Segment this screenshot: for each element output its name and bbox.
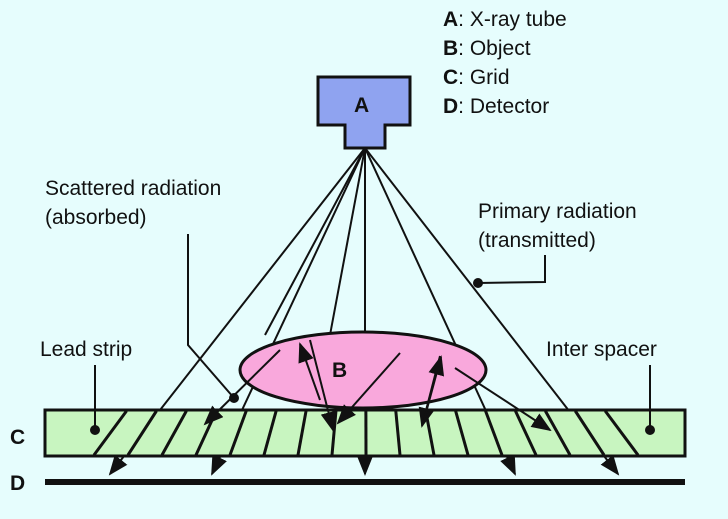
tube-label: A bbox=[354, 94, 369, 117]
grid-label: C bbox=[10, 426, 25, 449]
scattered-label-line2: (absorbed) bbox=[45, 206, 147, 229]
object bbox=[238, 330, 488, 410]
legend-key-c: C bbox=[443, 66, 458, 89]
lead-strip bbox=[296, 410, 308, 456]
inter-spacer-callout: Inter spacer bbox=[546, 338, 657, 435]
lead-strip bbox=[262, 410, 278, 456]
lead-strip bbox=[484, 410, 504, 456]
scattered-label-line1: Scattered radiation bbox=[45, 177, 221, 200]
lead-strip bbox=[126, 410, 158, 456]
legend-text-d: : Detector bbox=[458, 95, 549, 118]
svg-text:A: X-ray tube: A: X-ray tube bbox=[443, 8, 567, 31]
lead-strip bbox=[604, 410, 640, 456]
scatter-arrows bbox=[203, 339, 552, 432]
legend-text-b: : Object bbox=[458, 37, 531, 60]
legend-key-d: D bbox=[443, 95, 458, 118]
lead-strip bbox=[514, 410, 538, 456]
svg-text:D: Detector: D: Detector bbox=[443, 95, 549, 118]
legend-key-b: B bbox=[443, 37, 458, 60]
lead-strip bbox=[92, 410, 128, 456]
lead-strip-label: Lead strip bbox=[40, 338, 132, 361]
primary-label-line2: (transmitted) bbox=[478, 229, 596, 252]
legend: A: X-ray tube B: Object C: Grid D: Detec… bbox=[443, 8, 567, 118]
legend-text-a: : X-ray tube bbox=[458, 8, 567, 31]
object-label: B bbox=[332, 359, 347, 382]
svg-text:B: Object: B: Object bbox=[443, 37, 531, 60]
lead-strip bbox=[574, 410, 606, 456]
lead-strip bbox=[454, 410, 470, 456]
lead-strip bbox=[394, 410, 402, 456]
grid bbox=[43, 408, 687, 458]
scattered-callout: Scattered radiation (absorbed) bbox=[45, 177, 239, 403]
svg-text:C: Grid: C: Grid bbox=[443, 66, 510, 89]
legend-text-c: : Grid bbox=[458, 66, 509, 89]
detector-label: D bbox=[10, 472, 25, 495]
x-ray-tube bbox=[316, 75, 412, 150]
primary-callout: Primary radiation (transmitted) bbox=[473, 200, 637, 288]
lead-strip bbox=[160, 410, 188, 456]
legend-key-a: A bbox=[443, 8, 458, 31]
primary-label-line1: Primary radiation bbox=[478, 200, 637, 223]
inter-spacer-label: Inter spacer bbox=[546, 338, 657, 361]
lead-strip bbox=[228, 410, 248, 456]
lead-strip-callout: Lead strip bbox=[40, 338, 132, 435]
